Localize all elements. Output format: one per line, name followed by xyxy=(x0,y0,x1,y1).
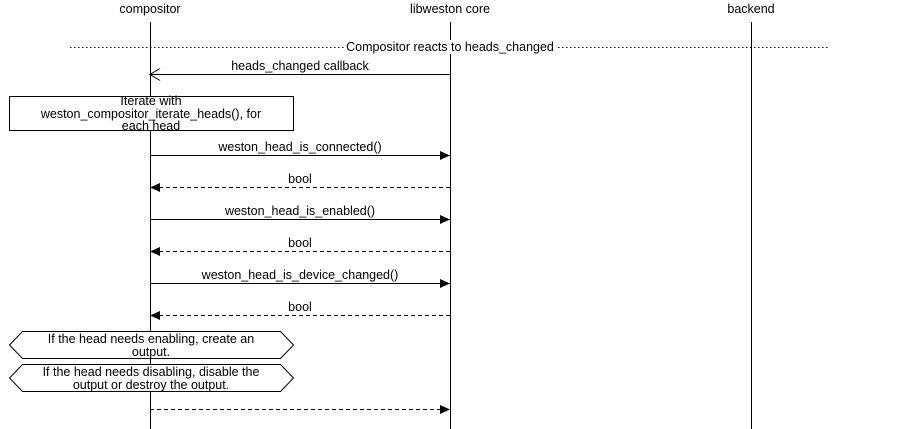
lifeline-label-backend: backend xyxy=(727,2,775,16)
note-line: If the head needs disabling, disable the xyxy=(42,365,260,379)
lifeline-label-libweston-core: libweston core xyxy=(410,2,490,16)
message-label-bool-return-1: bool xyxy=(285,172,315,186)
message-label-bool-return-2: bool xyxy=(285,236,315,250)
note-line: If the head needs enabling, create an xyxy=(47,332,255,346)
message-label-weston-head-is-device-changed: weston_head_is_device_changed() xyxy=(198,268,402,282)
divider-label: Compositor reacts to heads_changed xyxy=(344,40,556,54)
message-label-weston-head-is-enabled: weston_head_is_enabled() xyxy=(221,204,379,218)
note-shape-enable-head-note xyxy=(8,331,295,359)
lifeline-label-compositor: compositor xyxy=(119,2,181,16)
note-text-disable-head-note: If the head needs disabling, disable the… xyxy=(9,366,293,391)
note-line: Iterate with xyxy=(120,94,182,109)
lifelines-group xyxy=(150,22,752,429)
messages-group xyxy=(150,75,450,414)
note-line: output or destroy the output. xyxy=(72,377,230,392)
note-line: weston_compositor_iterate_heads(), for xyxy=(40,106,262,121)
message-label-weston-head-is-connected: weston_head_is_connected() xyxy=(215,140,385,154)
note-shape-iterate-heads-note xyxy=(9,96,294,131)
note-shape-disable-head-note xyxy=(8,364,295,392)
notes-group xyxy=(8,96,295,392)
note-line: output. xyxy=(131,344,171,359)
message-label-bool-return-3: bool xyxy=(285,300,315,314)
note-line: each head xyxy=(121,119,181,134)
message-label-heads-changed-callback: heads_changed callback xyxy=(228,59,372,73)
